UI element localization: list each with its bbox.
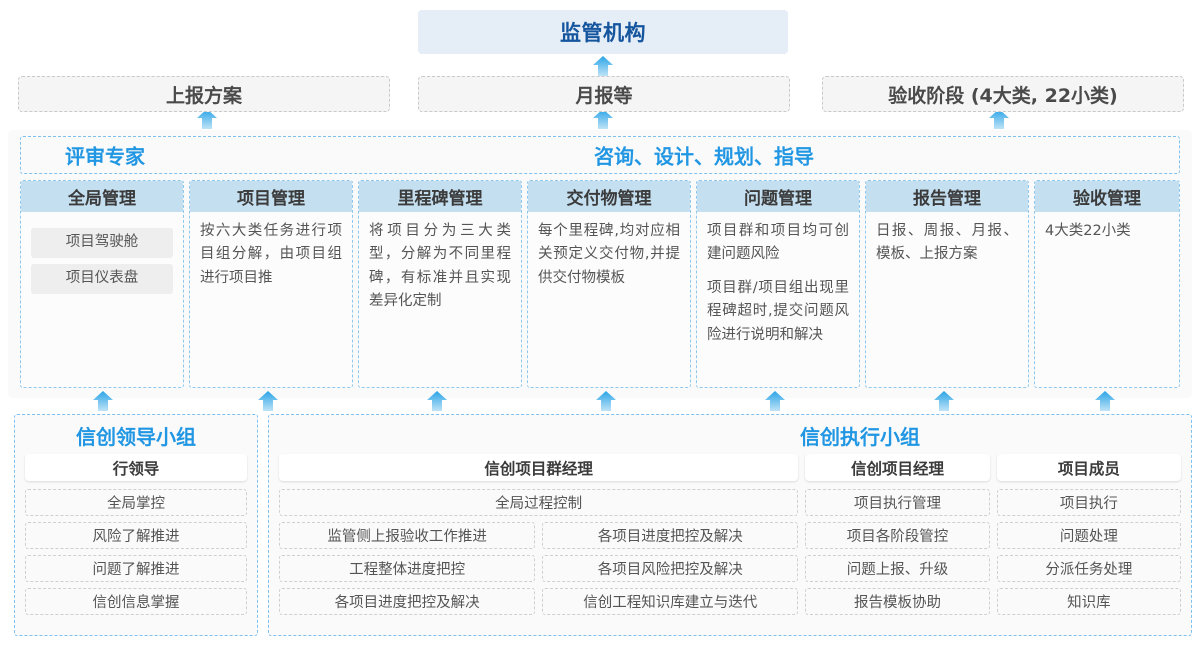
column-title: 项目管理 [190,181,352,212]
capability-column: 项目管理 按六大类任务进行项目组分解，由项目组进行项目推 [189,180,353,388]
consulting-label: 咨询、设计、规划、指导 [594,144,814,169]
duty-item[interactable]: 工程整体进度把控 [279,555,536,582]
column-paragraph: 按六大类任务进行项目组分解，由项目组进行项目推 [200,223,342,286]
up-arrow-icon [257,390,279,412]
leadership-group-title: 信创领导小组 [76,425,196,449]
column-body: 将项目分为三大类型，分解为不同里程碑，有标准并且实现差异化定制 [359,212,521,314]
program-manager-block: 信创项目群经理 全局过程控制 监管侧上报验收工作推进 各项目进度把控及解决 工程… [279,454,799,615]
duty-item-global[interactable]: 全局过程控制 [279,489,799,516]
up-arrow-icon [196,108,218,130]
duty-item[interactable]: 各项目进度把控及解决 [279,588,536,615]
leadership-group-panel: 信创领导小组 行领导 全局掌控 风险了解推进 问题了解推进 信创信息掌握 [14,414,258,636]
submission-box-3: 验收阶段 (4大类, 22小类) [822,76,1184,112]
column-body: 日报、周报、月报、模板、上报方案 [866,212,1028,267]
up-arrow-icon [988,108,1010,130]
column-pill[interactable]: 项目仪表盘 [31,264,173,294]
duty-item[interactable]: 报告模板协助 [805,588,990,615]
up-arrow-icon [595,390,617,412]
column-body: 4大类22小类 [1035,212,1179,243]
column-title: 里程碑管理 [359,181,521,212]
column-title: 报告管理 [866,181,1028,212]
capability-column: 问题管理 项目群和项目均可创建问题风险 项目群/项目组出现里程碑超时,提交问题风… [696,180,860,388]
duty-item[interactable]: 知识库 [996,588,1182,615]
regulator-label: 监管机构 [560,21,646,45]
duty-item[interactable]: 项目执行 [996,489,1182,516]
project-manager-block: 信创项目经理 项目执行管理 项目各阶段管控 问题上报、升级 报告模板协助 [805,454,990,615]
column-body: 项目驾驶舱 项目仪表盘 [21,212,183,294]
column-paragraph: 项目群和项目均可创建问题风险 [707,223,849,263]
up-arrow-icon [592,55,614,77]
submission-label: 上报方案 [165,84,242,107]
column-title: 交付物管理 [528,181,690,212]
service-layer-header: 评审专家 咨询、设计、规划、指导 [20,136,1180,174]
column-title: 全局管理 [21,181,183,212]
duty-item[interactable]: 信创信息掌握 [25,588,247,615]
role-header-project-manager: 信创项目经理 [805,454,990,481]
submission-label: 月报等 [575,84,633,107]
duty-item[interactable]: 各项目风险把控及解决 [542,555,799,582]
column-paragraph: 项目群/项目组出现里程碑超时,提交问题风险进行说明和解决 [707,279,849,343]
duty-item[interactable]: 项目各阶段管控 [805,522,990,549]
column-body: 项目群和项目均可创建问题风险 项目群/项目组出现里程碑超时,提交问题风险进行说明… [697,212,859,347]
review-expert-label: 评审专家 [65,144,145,169]
column-paragraph: 每个里程碑,均对应相关预定义交付物,并提供交付物模板 [538,223,680,286]
duty-item[interactable]: 信创工程知识库建立与迭代 [542,588,799,615]
up-arrow-icon [92,390,114,412]
role-header-bank-leader: 行领导 [25,454,247,481]
duty-item[interactable]: 监管侧上报验收工作推进 [279,522,536,549]
capability-column: 交付物管理 每个里程碑,均对应相关预定义交付物,并提供交付物模板 [527,180,691,388]
capability-column: 验收管理 4大类22小类 [1034,180,1180,388]
duty-item[interactable]: 问题处理 [996,522,1182,549]
capability-column: 里程碑管理 将项目分为三大类型，分解为不同里程碑，有标准并且实现差异化定制 [358,180,522,388]
regulator-box: 监管机构 [418,10,788,54]
execution-group-panel: 信创执行小组 信创项目群经理 全局过程控制 监管侧上报验收工作推进 各项目进度把… [268,414,1192,636]
column-body: 按六大类任务进行项目组分解，由项目组进行项目推 [190,212,352,290]
column-paragraph: 日报、周报、月报、模板、上报方案 [876,223,1018,263]
duty-item[interactable]: 各项目进度把控及解决 [542,522,799,549]
service-layer-panel: 评审专家 咨询、设计、规划、指导 全局管理 项目驾驶舱 项目仪表盘 项目管理 按… [8,130,1192,398]
submission-box-2: 月报等 [418,76,790,112]
up-arrow-icon [1094,390,1116,412]
column-paragraph: 4大类22小类 [1045,223,1131,239]
column-title: 验收管理 [1035,181,1179,212]
project-member-block: 项目成员 项目执行 问题处理 分派任务处理 知识库 [996,454,1182,615]
up-arrow-icon [426,390,448,412]
duty-item[interactable]: 项目执行管理 [805,489,990,516]
duty-item[interactable]: 全局掌控 [25,489,247,516]
role-header-program-manager: 信创项目群经理 [279,454,799,481]
execution-group-title: 信创执行小组 [800,425,920,449]
duty-item[interactable]: 问题了解推进 [25,555,247,582]
role-header-project-member: 项目成员 [996,454,1182,481]
column-body: 每个里程碑,均对应相关预定义交付物,并提供交付物模板 [528,212,690,290]
submission-box-1: 上报方案 [18,76,390,112]
duty-item[interactable]: 分派任务处理 [996,555,1182,582]
up-arrow-icon [933,390,955,412]
up-arrow-icon [592,108,614,130]
column-paragraph: 将项目分为三大类型，分解为不同里程碑，有标准并且实现差异化定制 [369,223,511,310]
capability-column: 报告管理 日报、周报、月报、模板、上报方案 [865,180,1029,388]
column-title: 问题管理 [697,181,859,212]
capability-column: 全局管理 项目驾驶舱 项目仪表盘 [20,180,184,388]
submission-label: 验收阶段 (4大类, 22小类) [888,84,1118,107]
up-arrow-icon [764,390,786,412]
column-pill[interactable]: 项目驾驶舱 [31,228,173,258]
duty-item[interactable]: 风险了解推进 [25,522,247,549]
duty-item[interactable]: 问题上报、升级 [805,555,990,582]
